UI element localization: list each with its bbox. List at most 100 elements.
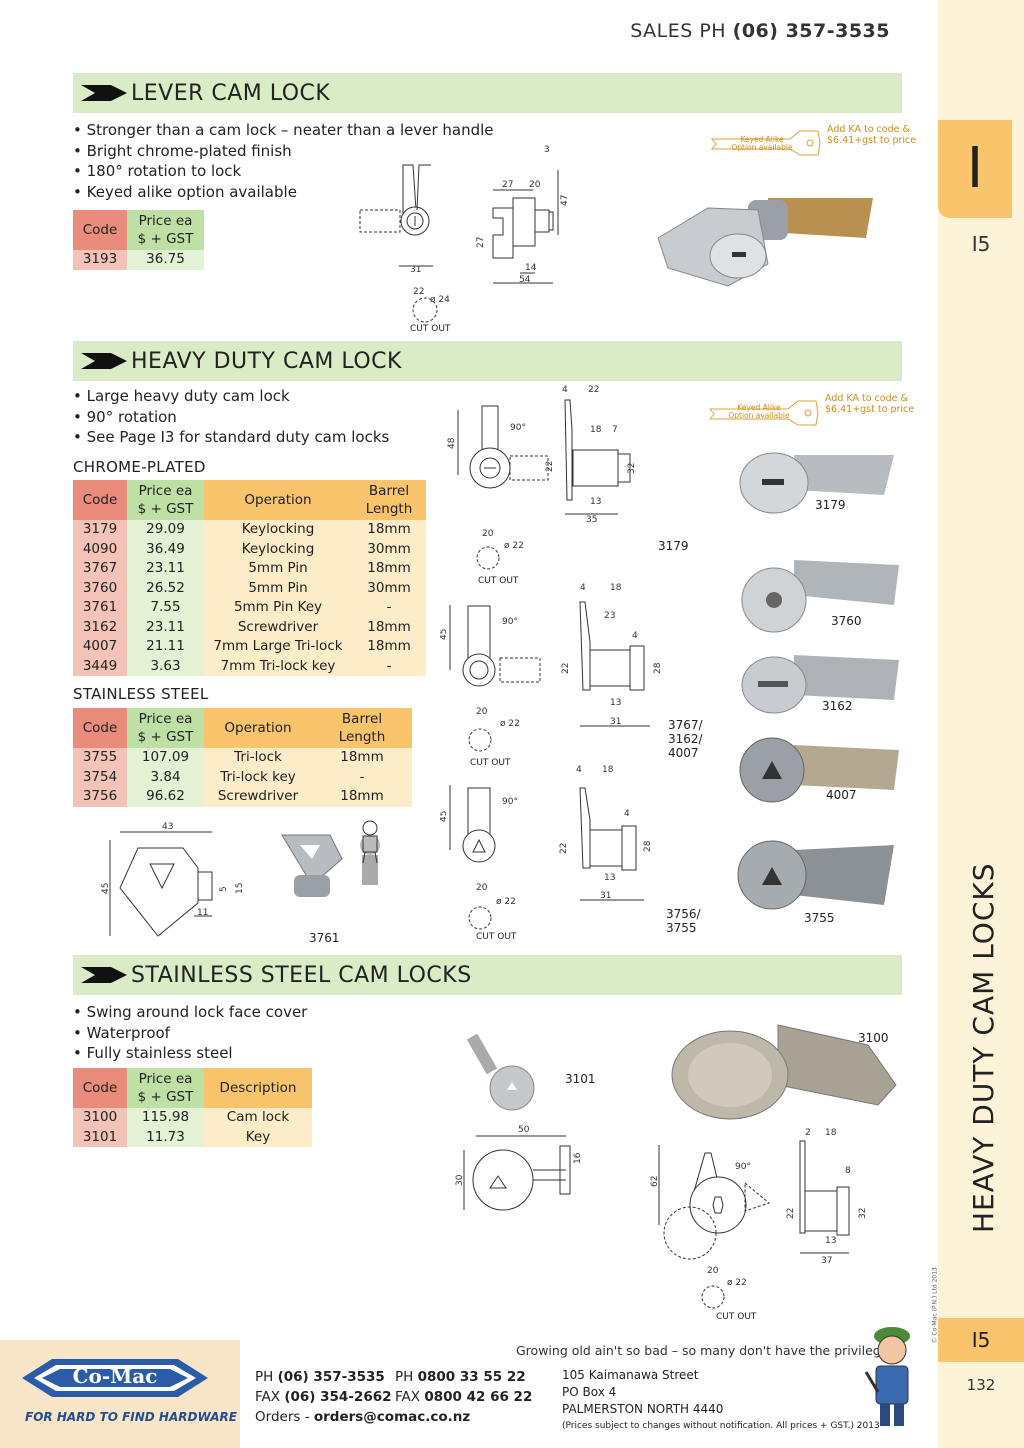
- dim-label: 50: [518, 1125, 530, 1135]
- cell-operation: 7mm Tri-lock key: [204, 656, 352, 676]
- cell-barrel: 18mm: [312, 748, 412, 768]
- cell-operation: 7mm Large Tri-lock: [204, 637, 352, 657]
- photo-caption: 4007: [826, 788, 857, 802]
- photo-4007: [739, 737, 899, 803]
- cell-price: 36.49: [127, 539, 204, 559]
- keyed-alike-text: Keyed Alike Option available: [731, 135, 793, 152]
- dim-label: ø 22: [496, 897, 516, 907]
- photo-3755: [737, 840, 894, 910]
- dim-label: 37: [821, 1256, 832, 1266]
- photo-3162: [741, 655, 899, 714]
- col-operation: Operation: [204, 480, 352, 520]
- bullet: See Page I3 for standard duty cam locks: [73, 427, 390, 448]
- cell-description: Key: [204, 1127, 312, 1147]
- dim-label: 32: [627, 463, 637, 474]
- stainless-bullets: Swing around lock face cover Waterproof …: [73, 1002, 308, 1064]
- dim-label: 15: [235, 883, 245, 894]
- section-header-stainless: STAINLESS STEEL CAM LOCKS: [73, 955, 902, 995]
- cell-code: 3179: [73, 520, 127, 540]
- diagram-caption: 3767/ 3162/ 4007: [668, 718, 703, 760]
- dim-label: 48: [447, 437, 457, 449]
- sales-label: SALES PH: [630, 20, 727, 42]
- dim-label: 45: [440, 811, 449, 822]
- cell-barrel: -: [312, 767, 412, 787]
- dim-label: 13: [825, 1236, 836, 1246]
- dim-label: 22: [588, 385, 599, 395]
- freefax: 0800 42 66 22: [424, 1389, 533, 1405]
- section-tab: I: [938, 120, 1012, 218]
- sales-phone: SALES PH (06) 357-3535: [630, 20, 890, 42]
- dim-label: 20: [707, 1266, 719, 1276]
- photo-3179: [739, 452, 894, 514]
- dim-label: 13: [610, 698, 621, 708]
- col-code: Code: [73, 210, 127, 250]
- orders-email[interactable]: orders@comac.co.nz: [313, 1409, 471, 1425]
- lever-diagram: 31 27 20 3 47 27 14 54 22 ø 24: [359, 145, 570, 323]
- cell-operation: Screwdriver: [204, 787, 312, 807]
- phone: (06) 357-3535: [277, 1369, 385, 1385]
- bullet: Keyed alike option available: [73, 182, 494, 203]
- cell-price: 26.52: [127, 578, 204, 598]
- cell-code: 3193: [73, 250, 127, 270]
- lock-caption: 3100: [858, 1031, 889, 1045]
- address: 105 Kaimanawa Street PO Box 4 PALMERSTON…: [562, 1367, 880, 1435]
- dim-label: 18: [590, 425, 602, 435]
- dim-label: 13: [590, 497, 601, 507]
- photo-caption: 3179: [815, 498, 846, 512]
- orders-label: Orders -: [255, 1409, 310, 1425]
- photo-caption: 3760: [831, 614, 862, 628]
- disclaimer: (Prices subject to changes without notif…: [562, 1421, 880, 1431]
- dim-label: 90°: [502, 617, 518, 627]
- cell-operation: Keylocking: [204, 539, 352, 559]
- page-code-bottom: I5: [971, 1328, 991, 1352]
- cell-barrel: 18mm: [352, 637, 426, 657]
- photo-caption: 3162: [822, 699, 853, 713]
- bullet: Swing around lock face cover: [73, 1002, 308, 1023]
- section-title: STAINLESS STEEL CAM LOCKS: [131, 963, 472, 988]
- dim-label: 4: [562, 385, 568, 395]
- cell-barrel: 18mm: [352, 559, 426, 579]
- cutout-label: CUT OUT: [476, 932, 517, 942]
- dim-label: 90°: [502, 797, 518, 807]
- col-price: Price ea $ + GST: [127, 1068, 204, 1108]
- dim-label: 18: [610, 583, 622, 593]
- dim-label: 90°: [510, 423, 526, 433]
- cell-barrel: 30mm: [352, 539, 426, 559]
- chrome-label: CHROME-PLATED: [73, 458, 206, 476]
- col-operation: Operation: [204, 708, 312, 748]
- bullet: Stronger than a cam lock – neater than a…: [73, 120, 494, 141]
- contact-col-1: PH (06) 357-3535 FAX (06) 354-2662 Order…: [255, 1367, 470, 1427]
- dim-label: 20: [529, 180, 541, 190]
- dim-label: 22: [786, 1208, 796, 1219]
- col-price: Price ea $ + GST: [127, 480, 204, 520]
- dim-label: 22: [413, 287, 424, 297]
- address-line: PO Box 4: [562, 1385, 617, 1399]
- section-header-heavy: HEAVY DUTY CAM LOCK: [73, 341, 902, 381]
- dim-label: ø 22: [500, 719, 520, 729]
- heavy-photos: [737, 452, 899, 910]
- cell-price: 21.11: [127, 637, 204, 657]
- cell-price: 3.63: [127, 656, 204, 676]
- col-code: Code: [73, 1068, 127, 1108]
- heavy-diagrams: 48 90° 4 22 18 7 13 35 22 32 20 ø 22 45 …: [440, 385, 663, 930]
- dim-label: 54: [519, 275, 531, 285]
- dim-label: 18: [825, 1128, 837, 1138]
- dim-label: 62: [650, 1176, 660, 1187]
- side-bar: [938, 0, 1024, 1448]
- dim-label: 4: [632, 631, 638, 641]
- dim-label: ø 24: [430, 295, 450, 305]
- key-3101-photo: [466, 1033, 535, 1111]
- fax-label: FAX: [255, 1389, 281, 1405]
- page-number: 132: [966, 1376, 996, 1394]
- sales-number: (06) 357-3535: [732, 20, 890, 42]
- address-line: 105 Kaimanawa Street: [562, 1368, 699, 1382]
- lock-3100-photo: [671, 1024, 897, 1120]
